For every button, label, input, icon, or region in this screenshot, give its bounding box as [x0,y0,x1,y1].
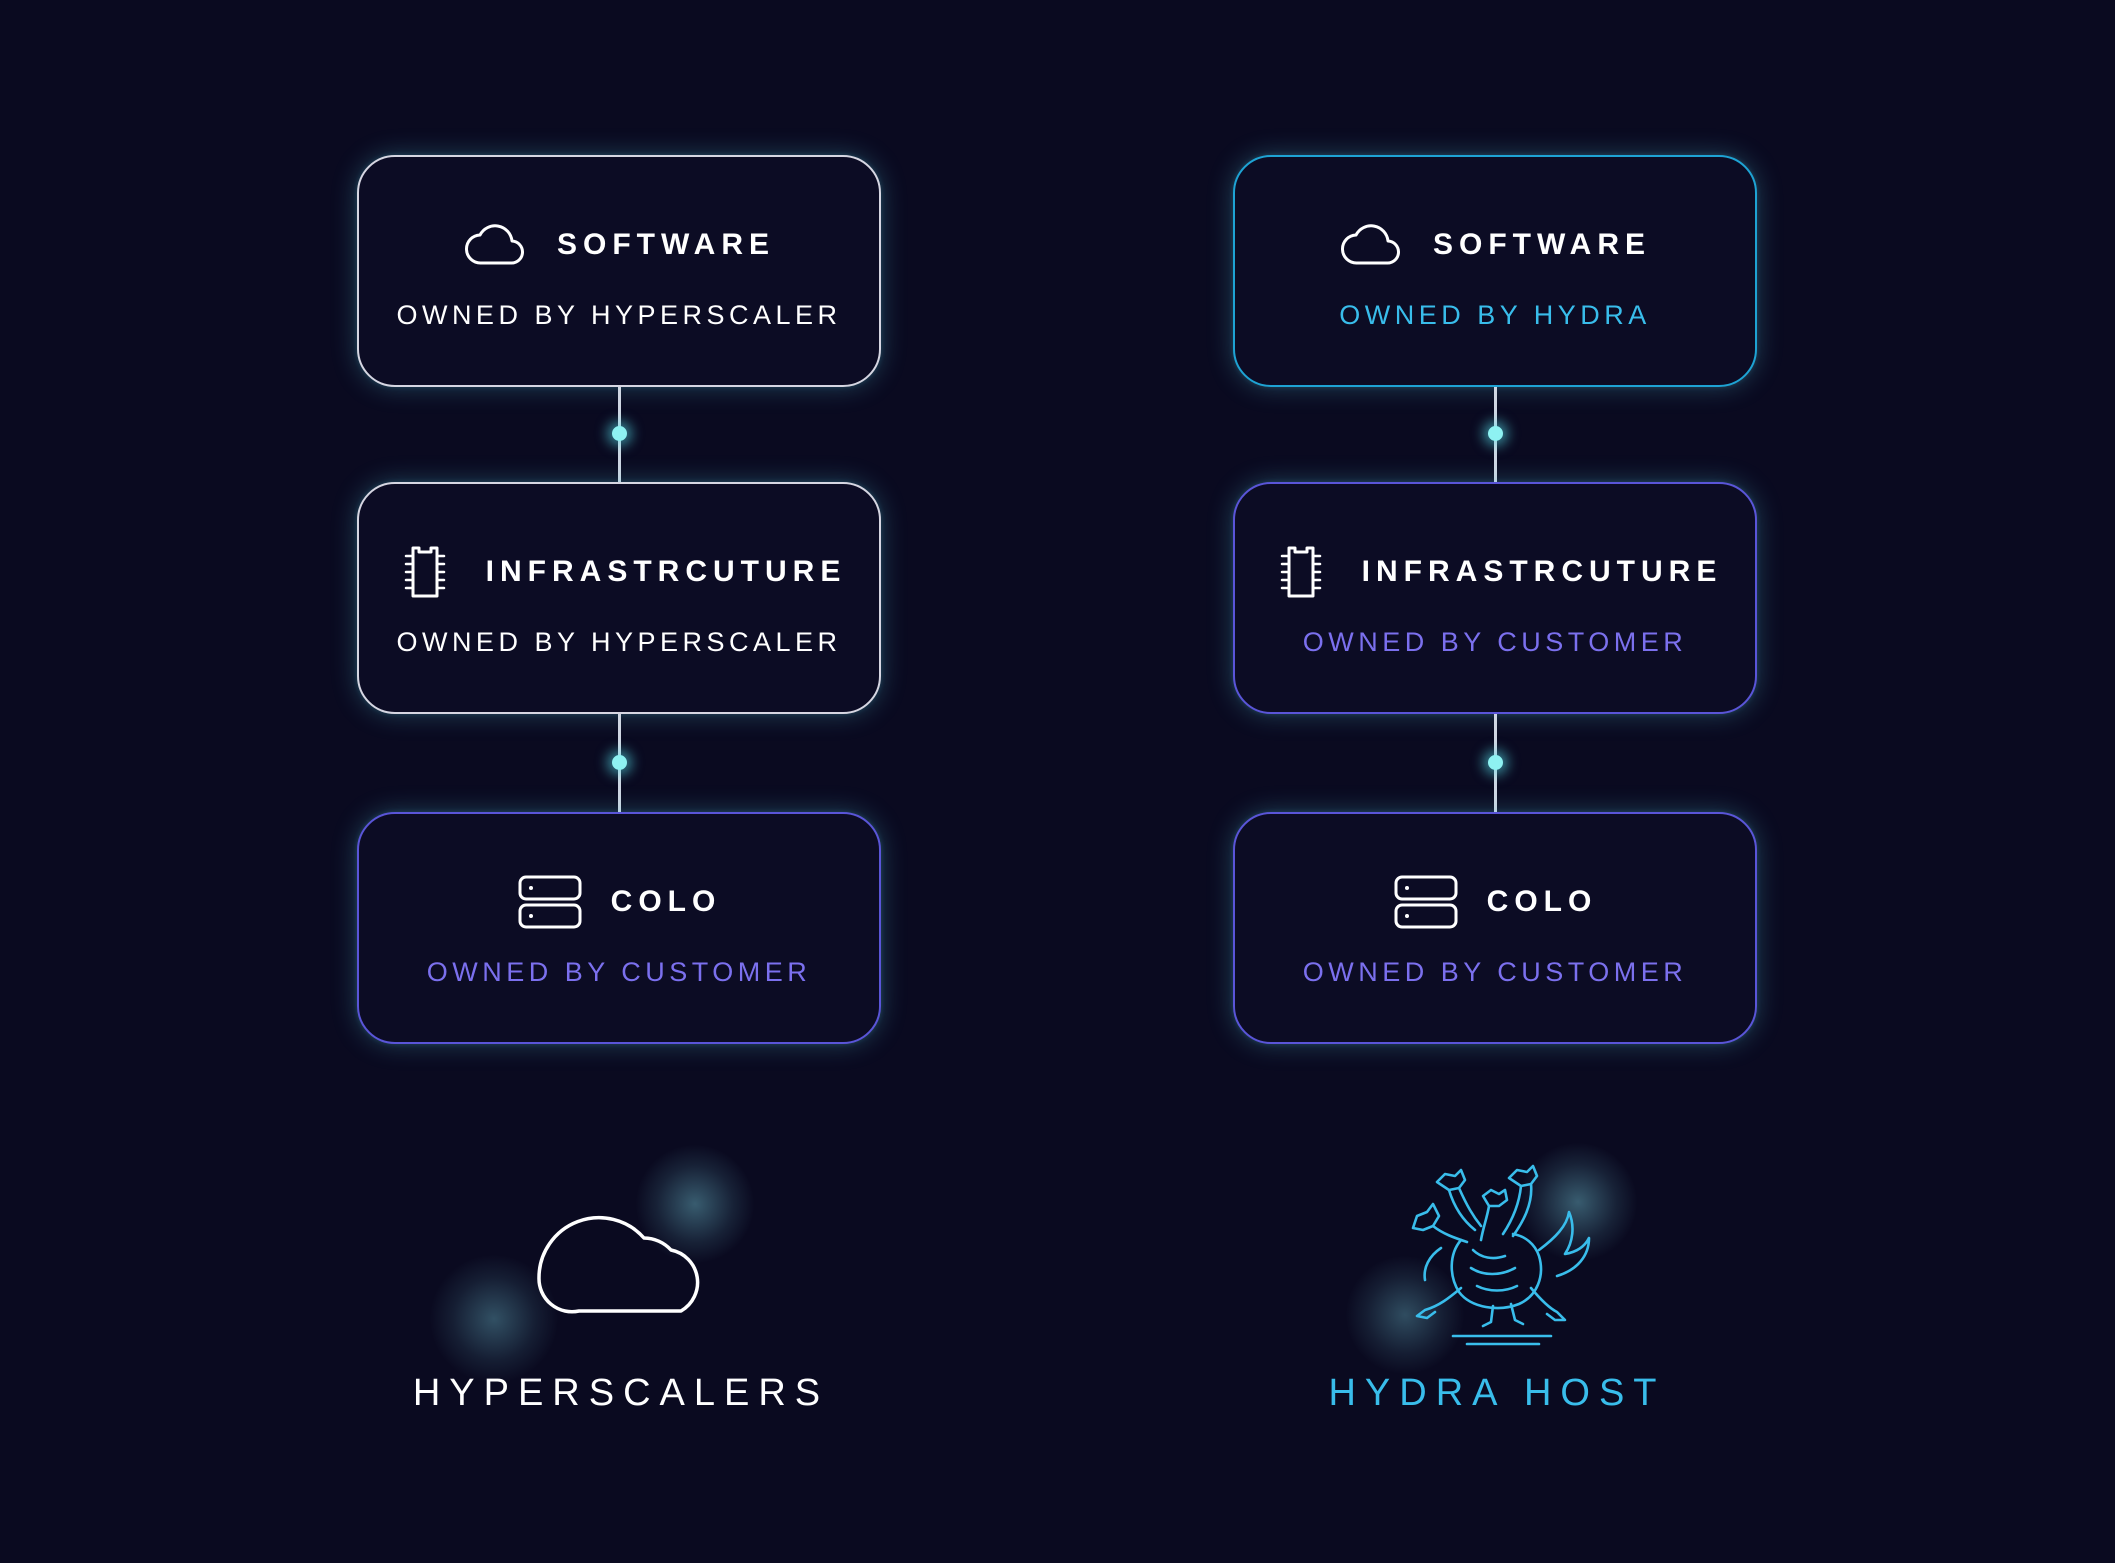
hydra-infrastructure-card: INFRASTRCUTURE OWNED BY CUSTOMER [1233,482,1757,714]
hyperscalers-column: SOFTWARE OWNED BY HYPERSCALER [357,0,885,1563]
chip-icon [392,544,458,600]
card-title: COLO [1486,885,1598,918]
connector-dot [1488,755,1503,770]
card-title: INFRASTRCUTURE [1361,555,1723,588]
chip-icon [1268,544,1334,600]
card-owner: OWNED BY HYDRA [1339,300,1651,330]
card-header: SOFTWARE [359,217,879,273]
hyperscaler-software-card: SOFTWARE OWNED BY HYPERSCALER [357,155,881,387]
hyperscaler-infrastructure-card: INFRASTRCUTURE OWNED BY HYPERSCALER [357,482,881,714]
server-icon [1393,874,1459,930]
card-owner: OWNED BY CUSTOMER [426,957,812,987]
card-header: COLO [359,874,879,930]
connector-dot [1488,426,1503,441]
hyperscaler-colo-card: COLO OWNED BY CUSTOMER [357,812,881,1044]
hydra-host-name: HYDRA HOST [1328,1372,1666,1414]
hydra-host-column: SOFTWARE OWNED BY HYDRA [1233,0,1761,1563]
cloud-logo-icon [537,1215,700,1314]
card-owner: OWNED BY CUSTOMER [1302,957,1688,987]
card-title: COLO [610,885,722,918]
hyperscalers-logo [429,1130,767,1384]
cloud-icon [463,217,529,273]
card-title: SOFTWARE [557,228,775,261]
server-icon [517,874,583,930]
hydra-logo-icon [1411,1164,1591,1346]
hydra-software-card: SOFTWARE OWNED BY HYDRA [1233,155,1757,387]
card-header: SOFTWARE [1235,217,1755,273]
connector-dot [612,426,627,441]
card-title: INFRASTRCUTURE [485,555,847,588]
hyperscalers-name: HYPERSCALERS [412,1372,830,1414]
card-owner: OWNED BY HYPERSCALER [396,300,842,330]
card-owner: OWNED BY CUSTOMER [1302,627,1688,657]
card-title: SOFTWARE [1433,228,1651,261]
card-header: INFRASTRCUTURE [1235,544,1755,600]
connector-dot [612,755,627,770]
hydra-host-logo [1343,1130,1643,1375]
card-header: INFRASTRCUTURE [359,544,879,600]
cloud-icon [1339,217,1405,273]
card-owner: OWNED BY HYPERSCALER [396,627,842,657]
hydra-colo-card: COLO OWNED BY CUSTOMER [1233,812,1757,1044]
card-header: COLO [1235,874,1755,930]
